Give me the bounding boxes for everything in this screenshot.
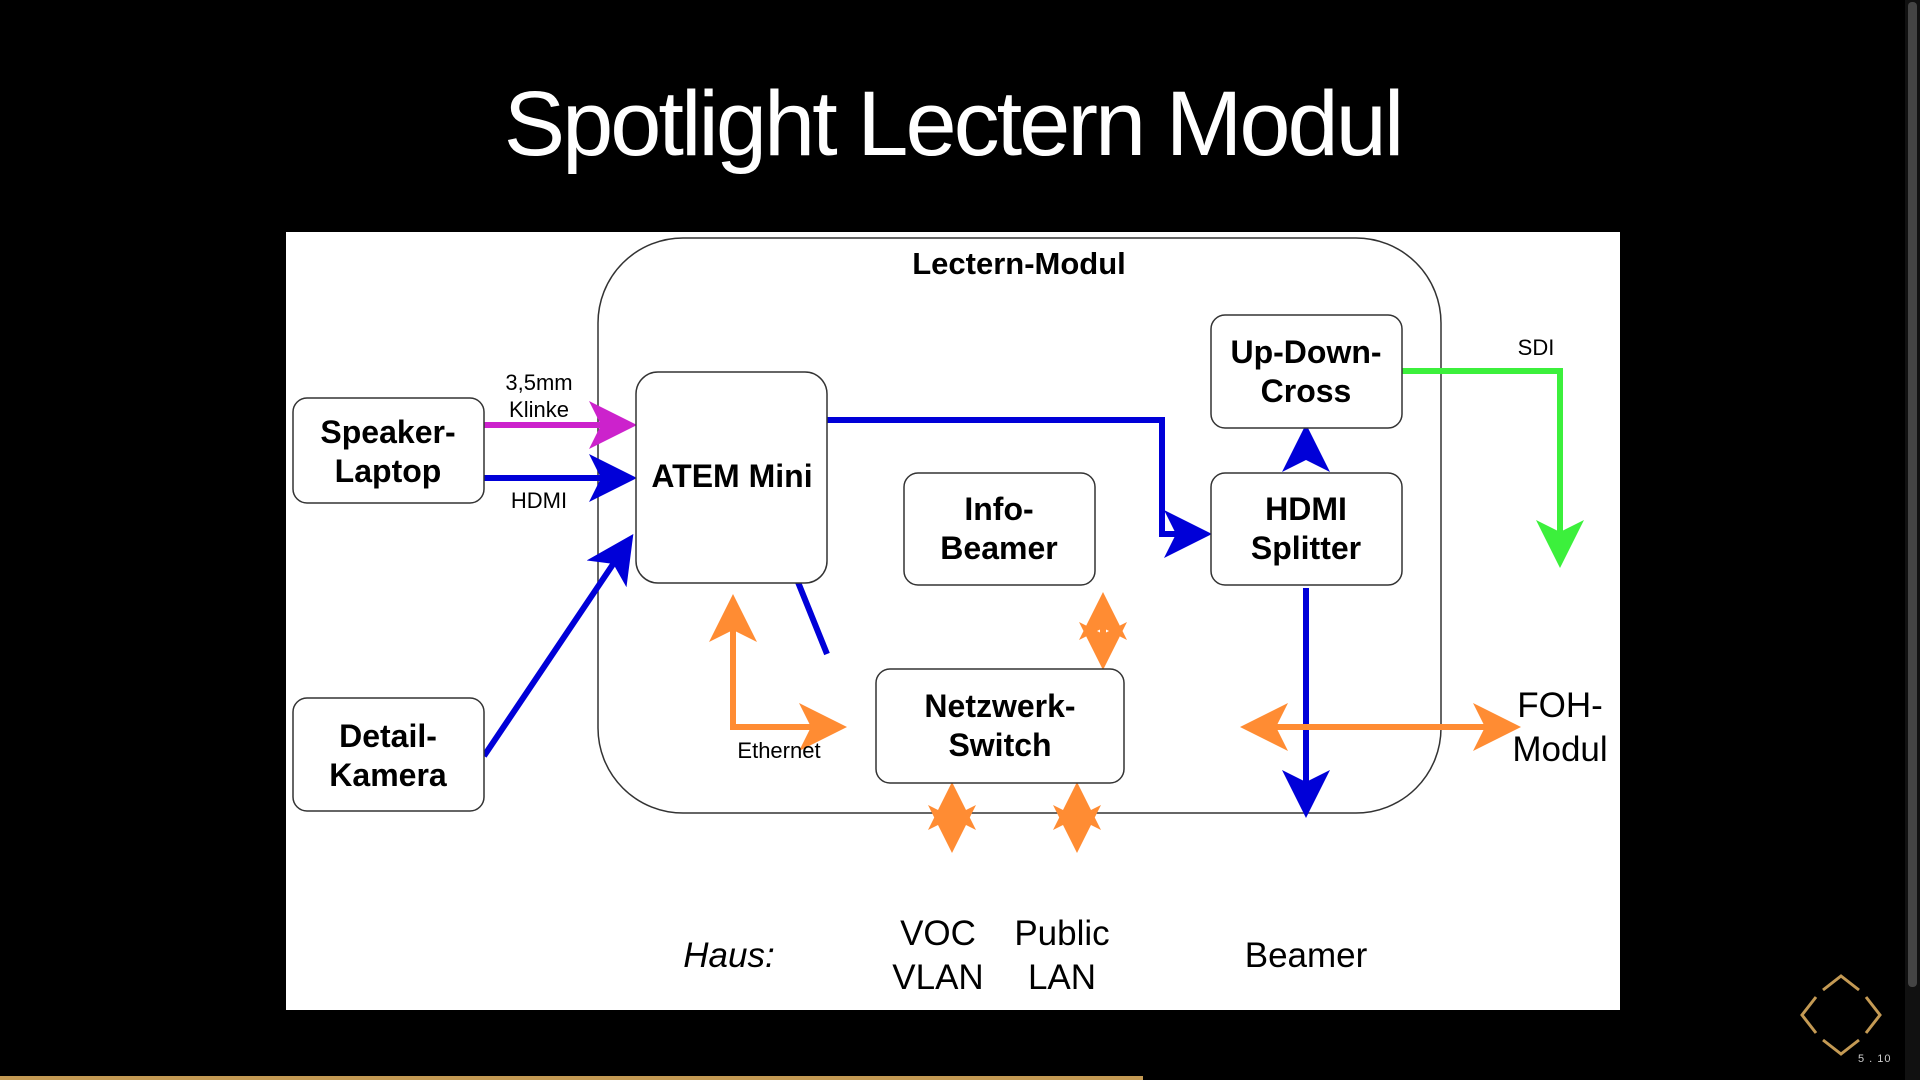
sdi-label: SDI [1518, 335, 1555, 360]
lectern-module-label: Lectern-Modul [912, 246, 1126, 281]
hdmi-label: HDMI [511, 488, 567, 513]
nav-left-icon[interactable] [1800, 996, 1818, 1034]
voc-vlan-label-line2: VLAN [892, 958, 983, 997]
atem-splitter-connector [827, 417, 1212, 558]
nav-right-icon[interactable] [1864, 996, 1882, 1034]
svg-text:HDMI: HDMI [1265, 491, 1347, 527]
foh-modul-label-line2: Modul [1512, 730, 1607, 769]
lectern-module-container [597, 237, 1442, 814]
svg-text:Detail-: Detail- [339, 718, 437, 754]
speaker-laptop-box: Speaker- Laptop [292, 397, 485, 504]
svg-text:Kamera: Kamera [329, 757, 447, 793]
svg-text:Beamer: Beamer [940, 530, 1057, 566]
detail-kamera-box: Detail- Kamera [292, 697, 485, 812]
beamer-label: Beamer [1245, 936, 1368, 975]
klinke-label-line2: Klinke [509, 397, 569, 422]
svg-text:ATEM Mini: ATEM Mini [651, 458, 812, 494]
scrollbar-thumb[interactable] [1908, 2, 1917, 987]
svg-text:Speaker-: Speaker- [320, 414, 455, 450]
nav-up-icon[interactable] [1822, 974, 1860, 992]
svg-text:Up-Down-: Up-Down- [1230, 334, 1381, 370]
camera-connector [481, 534, 634, 758]
diagram-svg: Lectern-Modul Speaker- Laptop Detail- Ka… [292, 237, 1608, 997]
haus-label: Haus: [683, 936, 774, 975]
ethernet-label: Ethernet [737, 738, 820, 763]
atem-switch-ethernet-connector [709, 594, 847, 751]
svg-text:Info-: Info- [964, 491, 1033, 527]
voc-vlan-label-line1: VOC [900, 914, 976, 953]
klinke-label-line1: 3,5mm [505, 370, 572, 395]
svg-text:Laptop: Laptop [335, 453, 442, 489]
public-lan-label-line1: Public [1014, 914, 1109, 953]
svg-text:Cross: Cross [1261, 373, 1352, 409]
foh-modul-label-line1: FOH- [1517, 686, 1603, 725]
atem-mini-box: ATEM Mini [635, 371, 828, 584]
netzwerk-switch-box: Netzwerk- Switch [875, 668, 1125, 784]
svg-text:Netzwerk-: Netzwerk- [924, 688, 1075, 724]
slide-title: Spotlight Lectern Modul [503, 73, 1405, 175]
diagram: Lectern-Modul Speaker- Laptop Detail- Ka… [286, 232, 1620, 1010]
svg-text:Splitter: Splitter [1251, 530, 1361, 566]
nav-down-icon[interactable] [1822, 1038, 1860, 1056]
presentation-progress-bar [0, 1076, 1143, 1080]
updown-cross-box: Up-Down- Cross [1210, 314, 1403, 429]
slide-number: 5 . 10 [1858, 1053, 1892, 1065]
hdmi-splitter-box: HDMI Splitter [1210, 472, 1403, 586]
slide-navigation [1796, 970, 1886, 1060]
info-beamer-box: Info- Beamer [903, 472, 1096, 586]
public-lan-label-line2: LAN [1028, 958, 1096, 997]
svg-text:Switch: Switch [948, 727, 1051, 763]
